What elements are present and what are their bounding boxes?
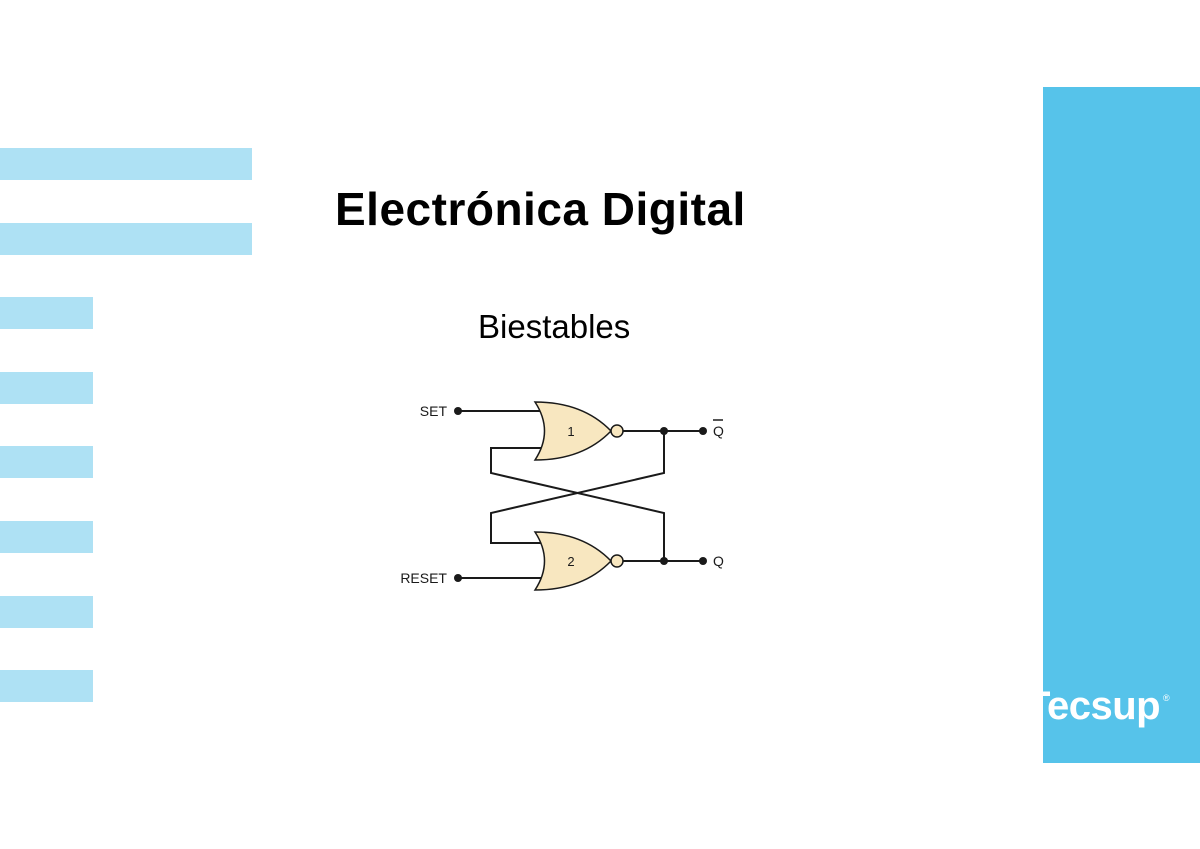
q-bar-label: Q	[713, 423, 724, 439]
gate-2-label: 2	[567, 554, 574, 569]
stripe	[0, 521, 93, 553]
stripe	[0, 223, 252, 255]
set-label: SET	[420, 403, 448, 419]
set-terminal	[454, 407, 462, 415]
feedback-wire-qbar	[490, 431, 665, 544]
stripe	[0, 297, 93, 329]
inversion-bubble	[610, 424, 624, 438]
stripe	[0, 446, 93, 478]
registered-mark: ®	[1163, 693, 1170, 703]
reset-terminal	[454, 574, 462, 582]
slide-title: Electrónica Digital	[335, 183, 746, 235]
gate-1-label: 1	[567, 424, 574, 439]
stripe	[0, 670, 93, 702]
junction-dot	[660, 427, 668, 435]
q-bar-terminal	[699, 427, 707, 435]
junction-dot	[660, 557, 668, 565]
slide-subtitle: Biestables	[478, 308, 631, 345]
stripe	[0, 148, 252, 180]
q-label: Q	[713, 553, 724, 569]
q-terminal	[699, 557, 707, 565]
inversion-bubble	[610, 554, 624, 568]
nor-gate-2	[533, 531, 613, 591]
tecsup-logo: Tecsup	[1026, 684, 1161, 728]
sr-latch-diagram: SET RESET 1 2 Q Q	[400, 401, 724, 591]
brand-panel	[1043, 87, 1200, 763]
reset-label: RESET	[400, 570, 447, 586]
stripe	[0, 372, 93, 404]
feedback-wire-q	[490, 447, 665, 561]
stripe	[0, 596, 93, 628]
nor-gate-1	[533, 401, 613, 461]
